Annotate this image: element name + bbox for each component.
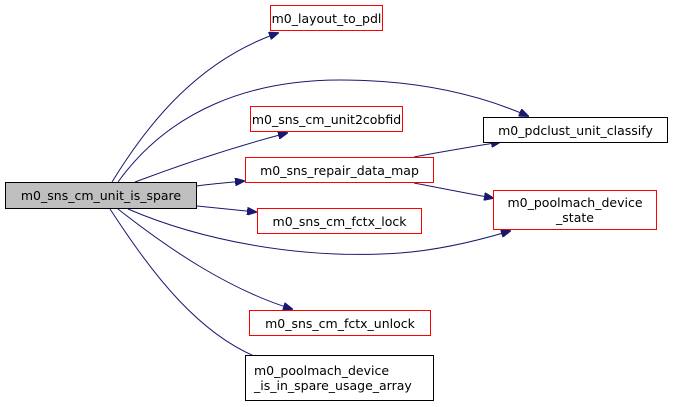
edge-main-to-unit-classify bbox=[117, 79, 528, 183]
node-label: m0_sns_cm_fctx_lock bbox=[272, 213, 407, 229]
node-label: m0_sns_cm_fctx_unlock bbox=[265, 315, 415, 331]
node-m0-sns-cm-unit2cobfid[interactable]: m0_sns_cm_unit2cobfid bbox=[250, 106, 403, 132]
node-m0-layout-to-pdl[interactable]: m0_layout_to_pdl bbox=[270, 5, 383, 31]
node-label: m0_pdclust_unit_classify bbox=[498, 122, 653, 138]
node-label-line-1: m0_poolmach_device bbox=[254, 363, 390, 378]
edge-main-to-unit2cobfid bbox=[134, 133, 287, 183]
edge-main-to-device-state bbox=[127, 208, 510, 255]
node-label-line-2: _state bbox=[556, 210, 594, 225]
node-m0-sns-cm-fctx-lock[interactable]: m0_sns_cm_fctx_lock bbox=[257, 208, 422, 234]
node-label-line-1: m0_poolmach_device bbox=[507, 195, 643, 210]
node-m0-pdclust-unit-classify[interactable]: m0_pdclust_unit_classify bbox=[483, 117, 668, 143]
edge-main-to-fctx-unlock bbox=[117, 208, 292, 309]
edge-main-to-repair-data-map bbox=[196, 181, 244, 187]
node-label: m0_sns_repair_data_map bbox=[260, 162, 419, 178]
node-label-line-2: _is_in_spare_usage_array bbox=[254, 378, 412, 393]
edge-repair-data-map-to-unit-classify bbox=[413, 142, 500, 158]
node-m0-sns-cm-fctx-unlock[interactable]: m0_sns_cm_fctx_unlock bbox=[249, 310, 431, 336]
edge-main-to-fctx-lock bbox=[196, 205, 256, 212]
node-m0-poolmach-device-state[interactable]: m0_poolmach_device _state bbox=[493, 190, 657, 230]
node-label: m0_layout_to_pdl bbox=[271, 10, 382, 26]
node-main-function: m0_sns_cm_unit_is_spare bbox=[5, 182, 197, 209]
edge-repair-data-map-to-device-state bbox=[413, 182, 493, 198]
edge-main-to-spare-usage bbox=[109, 208, 270, 362]
edge-main-to-layout-to-pdl bbox=[111, 33, 278, 183]
node-label: m0_sns_cm_unit_is_spare bbox=[20, 188, 182, 203]
node-label: m0_sns_cm_unit2cobfid bbox=[251, 111, 402, 127]
node-m0-sns-repair-data-map[interactable]: m0_sns_repair_data_map bbox=[245, 157, 434, 183]
node-m0-poolmach-device-is-in-spare-usage-array[interactable]: m0_poolmach_device _is_in_spare_usage_ar… bbox=[245, 355, 434, 401]
